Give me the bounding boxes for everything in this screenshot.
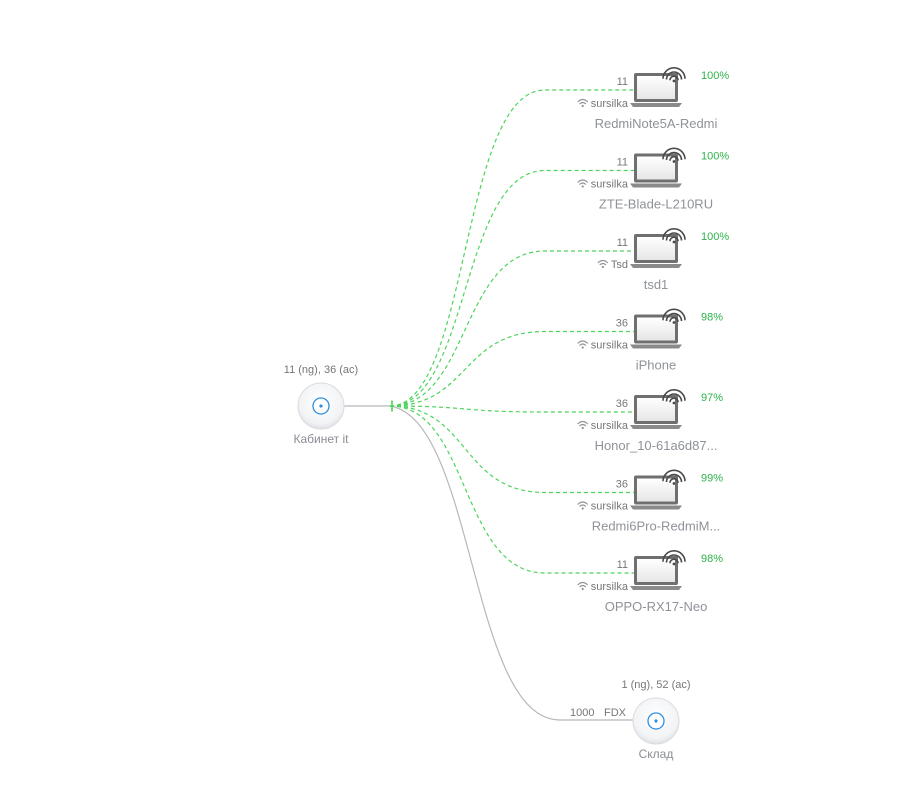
- client-name-label: RedmiNote5A-Redmi: [595, 116, 718, 131]
- client-ssid-label: sursilka: [591, 581, 629, 593]
- laptop-icon[interactable]: [630, 67, 686, 107]
- client-ssid-label: sursilka: [591, 420, 629, 432]
- laptop-icon[interactable]: [630, 389, 686, 429]
- laptop-icon[interactable]: [630, 228, 686, 268]
- client-ssid-label: sursilka: [591, 179, 629, 191]
- wifi-icon: [577, 581, 589, 591]
- client-name-label: tsd1: [644, 277, 669, 292]
- client-node[interactable]: 36 sursilka 99% Redmi6Pro-RedmiM...: [577, 469, 724, 534]
- wireless-link: [389, 89, 634, 407]
- clients-layer: 11 sursilka 100% RedmiNote5A-Redmi 11 sursilk…: [577, 67, 730, 614]
- client-node[interactable]: 11 sursilka 98% OPPO-RX17-Neo: [577, 550, 724, 614]
- laptop-icon[interactable]: [630, 550, 686, 590]
- client-channel-label: 36: [616, 318, 628, 330]
- wireless-link: [389, 169, 634, 407]
- link-hub-dot: [390, 407, 394, 410]
- wireless-link: [389, 405, 634, 413]
- wireless-link: [389, 250, 634, 407]
- wifi-icon: [577, 420, 589, 430]
- wireless-link: [389, 330, 634, 407]
- link-speed-label: 1000: [570, 707, 594, 719]
- client-node[interactable]: 11 sursilka 100% RedmiNote5A-Redmi: [577, 67, 730, 131]
- unifi-access-point-icon[interactable]: [632, 697, 680, 745]
- client-signal-label: 97%: [701, 392, 723, 404]
- wifi-icon: [597, 259, 609, 269]
- link-hub-dot: [390, 409, 394, 412]
- client-signal-label: 100%: [701, 231, 729, 243]
- unifi-access-point-icon[interactable]: [297, 382, 345, 430]
- client-signal-label: 98%: [701, 312, 723, 324]
- client-name-label: Honor_10-61a6d87...: [595, 438, 718, 453]
- client-channel-label: 36: [616, 479, 628, 491]
- client-node[interactable]: 36 sursilka 97% Honor_10-61a6d87...: [577, 389, 724, 453]
- link-hub-dot: [390, 402, 394, 405]
- link-duplex-label: FDX: [604, 707, 627, 719]
- ap-channels-label: 11 (ng), 36 (ac): [284, 364, 358, 376]
- client-node[interactable]: 36 sursilka 98% iPhone: [577, 308, 724, 373]
- wireless-link: [389, 405, 634, 574]
- client-channel-label: 11: [617, 559, 628, 571]
- client-name-label: iPhone: [636, 358, 676, 373]
- wifi-icon: [577, 340, 589, 349]
- client-ssid-label: sursilka: [591, 501, 629, 513]
- client-signal-label: 100%: [701, 151, 729, 163]
- client-ssid-label: Tsd: [611, 259, 628, 271]
- client-name-label: Redmi6Pro-RedmiM...: [592, 519, 721, 534]
- wired-link: [389, 405, 633, 721]
- wireless-link: [389, 405, 634, 494]
- laptop-icon[interactable]: [630, 147, 686, 188]
- client-channel-label: 11: [617, 157, 628, 169]
- client-channel-label: 36: [616, 398, 628, 410]
- ap-name-label: Кабинет it: [294, 432, 350, 446]
- link-hub-dot: [390, 400, 394, 403]
- wifi-icon: [577, 179, 589, 188]
- client-signal-label: 100%: [701, 70, 729, 82]
- client-ssid-label: sursilka: [591, 98, 629, 110]
- client-channel-label: 11: [617, 237, 628, 249]
- wifi-icon: [577, 98, 589, 108]
- access-point-root[interactable]: 11 (ng), 36 (ac) Кабинет it: [284, 364, 358, 446]
- client-name-label: ZTE-Blade-L210RU: [599, 197, 713, 212]
- client-channel-label: 11: [617, 76, 628, 88]
- ap-name-label: Склад: [639, 747, 674, 761]
- access-point-sklad[interactable]: 1 (ng), 52 (ac) Склад 1000 FDX: [570, 679, 691, 761]
- client-node[interactable]: 11 sursilka 100% ZTE-Blade-L210RU: [577, 147, 730, 212]
- client-ssid-label: sursilka: [591, 340, 629, 352]
- laptop-icon[interactable]: [630, 469, 686, 510]
- links-layer: [344, 89, 634, 721]
- laptop-icon[interactable]: [630, 308, 686, 349]
- wifi-icon: [577, 501, 589, 510]
- client-signal-label: 99%: [701, 473, 723, 485]
- ap-channels-label: 1 (ng), 52 (ac): [621, 679, 690, 691]
- client-name-label: OPPO-RX17-Neo: [605, 599, 708, 614]
- client-signal-label: 98%: [701, 553, 723, 565]
